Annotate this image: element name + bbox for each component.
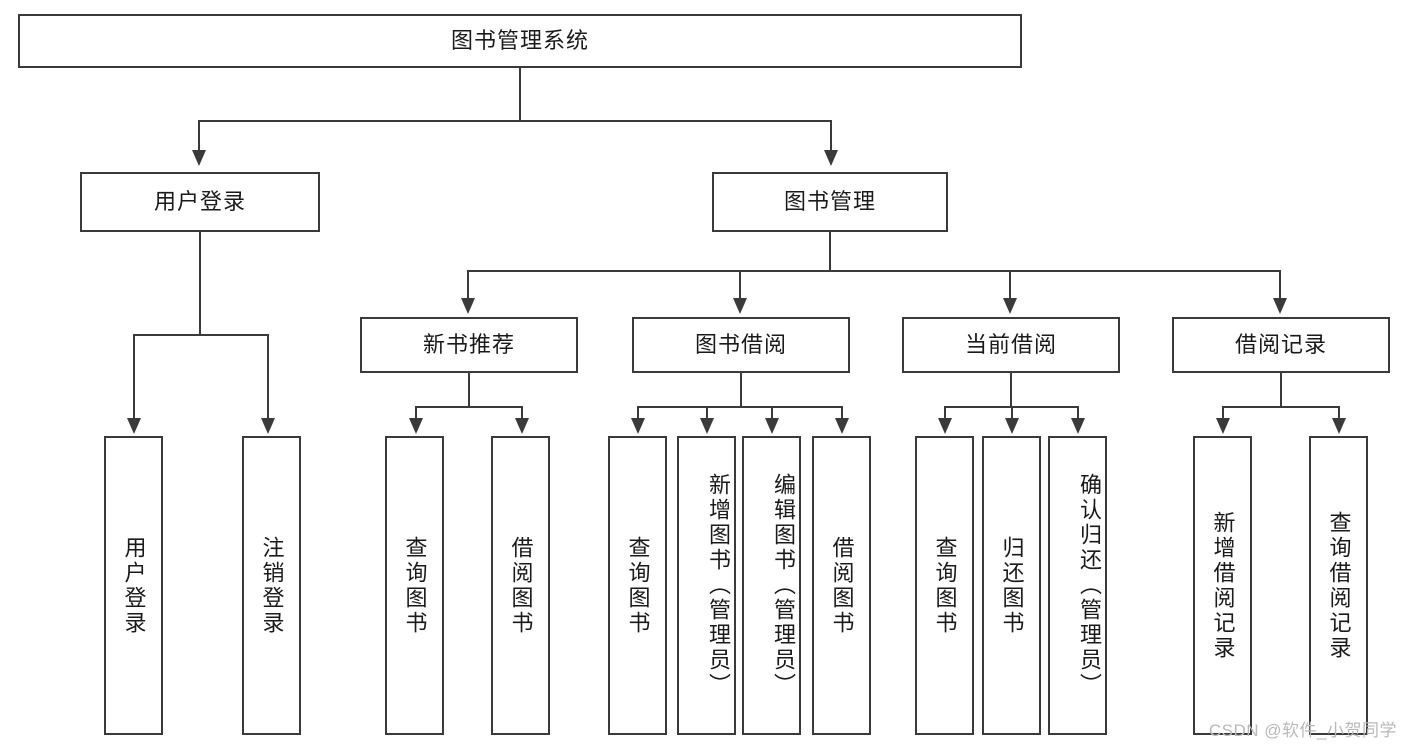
node-current-borrow[interactable]: 当前借阅 [902,317,1120,373]
connector-borrow-record-leaf2 [1338,406,1340,420]
connector-user-login-leaf2 [267,334,269,420]
leaf-user-login[interactable]: 用户登录 [104,436,163,735]
connector-borrow-record-stem [1280,373,1282,408]
arrowhead-to-new-book-rec [461,298,475,314]
node-book-borrow[interactable]: 图书借阅 [632,317,850,373]
arrowhead-to-user-login [192,150,206,166]
node-borrow-record-label: 借阅记录 [1234,331,1327,357]
arrowhead-user-login-leaf2 [261,418,275,434]
connector-book-borrow-stem [740,373,742,408]
connector-to-new-book-rec [467,270,469,300]
connector-user-login-leaf1 [133,334,135,420]
leaf-borrow-book-1[interactable]: 借阅图书 [491,436,550,735]
leaf-query-borrow-record-label: 查询借阅记录 [1326,510,1352,661]
connector-level3-bar [467,270,1281,272]
leaf-query-book-1[interactable]: 查询图书 [385,436,444,735]
arrowhead-new-book-rec-leaf2 [515,418,529,434]
connector-borrow-record-leaf1 [1222,406,1224,420]
leaf-query-book-1-label: 查询图书 [402,535,428,636]
connector-to-book-manage [830,120,832,152]
connector-current-borrow-leaf2 [1011,406,1013,420]
leaf-return-book-label: 归还图书 [999,535,1025,636]
leaf-user-login-label: 用户登录 [121,535,147,636]
connector-to-current-borrow [1009,270,1011,300]
arrowhead-to-current-borrow [1003,298,1017,314]
arrowhead-book-borrow-leaf4 [835,418,849,434]
connector-to-user-login [198,120,200,152]
leaf-query-book-2[interactable]: 查询图书 [608,436,667,735]
node-book-manage-label: 图书管理 [783,188,876,214]
leaf-confirm-return[interactable]: 确认归还（管理员） [1048,436,1107,735]
arrowhead-new-book-rec-leaf1 [409,418,423,434]
connector-current-borrow-leaf1 [944,406,946,420]
arrowhead-current-borrow-leaf2 [1005,418,1019,434]
arrowhead-book-borrow-leaf3 [765,418,779,434]
node-user-login-label: 用户登录 [153,188,246,214]
node-root-label: 图书管理系统 [450,27,589,53]
arrowhead-borrow-record-leaf2 [1332,418,1346,434]
node-new-book-rec[interactable]: 新书推荐 [360,317,578,373]
connector-to-book-borrow [739,270,741,300]
leaf-add-borrow-record[interactable]: 新增借阅记录 [1193,436,1252,735]
leaf-query-book-2-label: 查询图书 [625,535,651,636]
leaf-query-borrow-record[interactable]: 查询借阅记录 [1309,436,1368,735]
connector-level1-bar [198,120,832,122]
node-book-manage[interactable]: 图书管理 [712,172,948,232]
connector-book-borrow-leaf4 [841,406,843,420]
leaf-add-borrow-record-label: 新增借阅记录 [1210,510,1236,661]
connector-new-book-rec-leaf1 [415,406,417,420]
connector-to-borrow-record [1279,270,1281,300]
leaf-logout-login-label: 注销登录 [259,535,285,636]
leaf-add-book-label: 新增图书（管理员） [706,473,731,698]
connector-current-borrow-stem [1010,373,1012,408]
arrowhead-current-borrow-leaf1 [938,418,952,434]
leaf-borrow-book-1-label: 借阅图书 [508,535,534,636]
leaf-edit-book[interactable]: 编辑图书（管理员） [742,436,801,735]
connector-book-borrow-leaf3 [771,406,773,420]
arrowhead-current-borrow-leaf3 [1071,418,1085,434]
node-user-login[interactable]: 用户登录 [80,172,320,232]
arrowhead-to-book-borrow [733,298,747,314]
connector-book-borrow-leaf2 [706,406,708,420]
arrowhead-borrow-record-leaf1 [1216,418,1230,434]
leaf-borrow-book-2[interactable]: 借阅图书 [812,436,871,735]
connector-borrow-record-bar [1222,406,1340,408]
arrowhead-book-borrow-leaf1 [631,418,645,434]
node-root[interactable]: 图书管理系统 [18,14,1022,68]
arrowhead-to-book-manage [824,150,838,166]
connector-new-book-rec-stem [468,373,470,408]
leaf-query-book-3-label: 查询图书 [932,535,958,636]
leaf-edit-book-label: 编辑图书（管理员） [771,473,796,698]
connector-new-book-rec-leaf2 [521,406,523,420]
connector-root-stem [519,68,521,122]
connector-new-book-rec-bar [415,406,523,408]
arrowhead-book-borrow-leaf2 [700,418,714,434]
arrowhead-to-borrow-record [1273,298,1287,314]
arrowhead-user-login-leaf1 [127,418,141,434]
node-current-borrow-label: 当前借阅 [964,331,1057,357]
node-book-borrow-label: 图书借阅 [694,331,787,357]
leaf-borrow-book-2-label: 借阅图书 [829,535,855,636]
leaf-return-book[interactable]: 归还图书 [982,436,1041,735]
leaf-logout-login[interactable]: 注销登录 [242,436,301,735]
connector-user-login-bar [133,334,267,336]
connector-book-borrow-leaf1 [637,406,639,420]
node-borrow-record[interactable]: 借阅记录 [1172,317,1390,373]
leaf-add-book[interactable]: 新增图书（管理员） [677,436,736,735]
leaf-confirm-return-label: 确认归还（管理员） [1077,473,1102,698]
connector-current-borrow-leaf3 [1077,406,1079,420]
connector-book-borrow-bar [637,406,843,408]
connector-user-login-stem [199,232,201,336]
watermark-text: CSDN @软件_小贺同学 [1208,721,1397,740]
leaf-query-book-3[interactable]: 查询图书 [915,436,974,735]
connector-book-manage-stem [829,232,831,272]
node-new-book-rec-label: 新书推荐 [422,331,515,357]
